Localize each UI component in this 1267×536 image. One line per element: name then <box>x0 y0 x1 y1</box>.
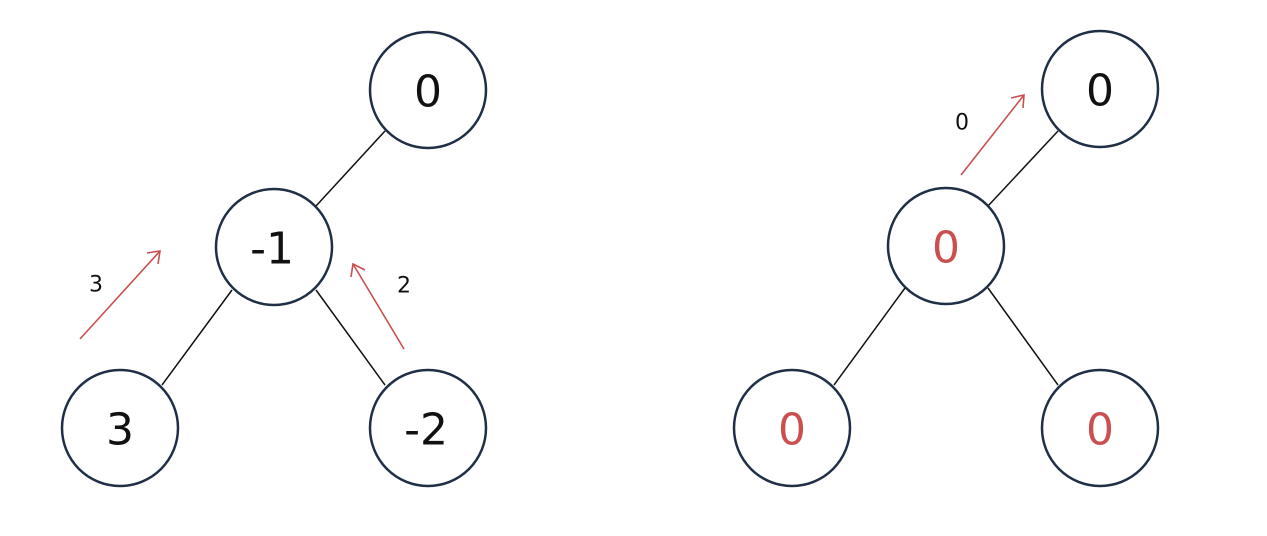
right-node-right-leaf-value: 0 <box>1086 405 1114 456</box>
left-node-root-value: 0 <box>414 67 442 118</box>
left-arrow-label-2: 2 <box>397 274 411 299</box>
left-node-middle: -1 <box>214 187 334 307</box>
right-node-middle: 0 <box>886 186 1006 306</box>
right-edge-root-middle <box>987 130 1059 207</box>
right-arrow-label-0: 0 <box>955 111 969 136</box>
right-arrow-to-root <box>960 93 1025 176</box>
left-tree: 3 2 0 -1 3 -2 <box>60 30 488 488</box>
left-edge-middle-leftleaf <box>161 289 233 386</box>
right-node-left-leaf: 0 <box>732 368 852 488</box>
left-arrow-from-leftleaf <box>79 250 161 340</box>
left-node-right-leaf: -2 <box>368 368 488 488</box>
left-node-right-leaf-value: -2 <box>404 405 448 456</box>
left-node-left-leaf: 3 <box>60 368 180 488</box>
right-node-root-value: 0 <box>1086 66 1114 117</box>
left-arrow-from-rightleaf <box>350 262 405 350</box>
right-node-left-leaf-value: 0 <box>778 405 806 456</box>
left-node-left-leaf-value: 3 <box>106 405 134 456</box>
right-edge-middle-rightleaf <box>987 287 1059 386</box>
left-edge-middle-rightleaf <box>315 289 386 386</box>
right-node-right-leaf: 0 <box>1040 368 1160 488</box>
left-node-middle-value: -1 <box>250 224 294 275</box>
right-tree: 0 0 0 0 0 <box>732 29 1160 488</box>
right-node-root: 0 <box>1040 29 1160 149</box>
left-arrow-label-3: 3 <box>89 273 103 298</box>
right-node-middle-value: 0 <box>932 223 960 274</box>
left-edge-root-middle <box>315 130 386 207</box>
left-node-root: 0 <box>368 30 488 150</box>
right-edge-middle-leftleaf <box>833 287 906 386</box>
